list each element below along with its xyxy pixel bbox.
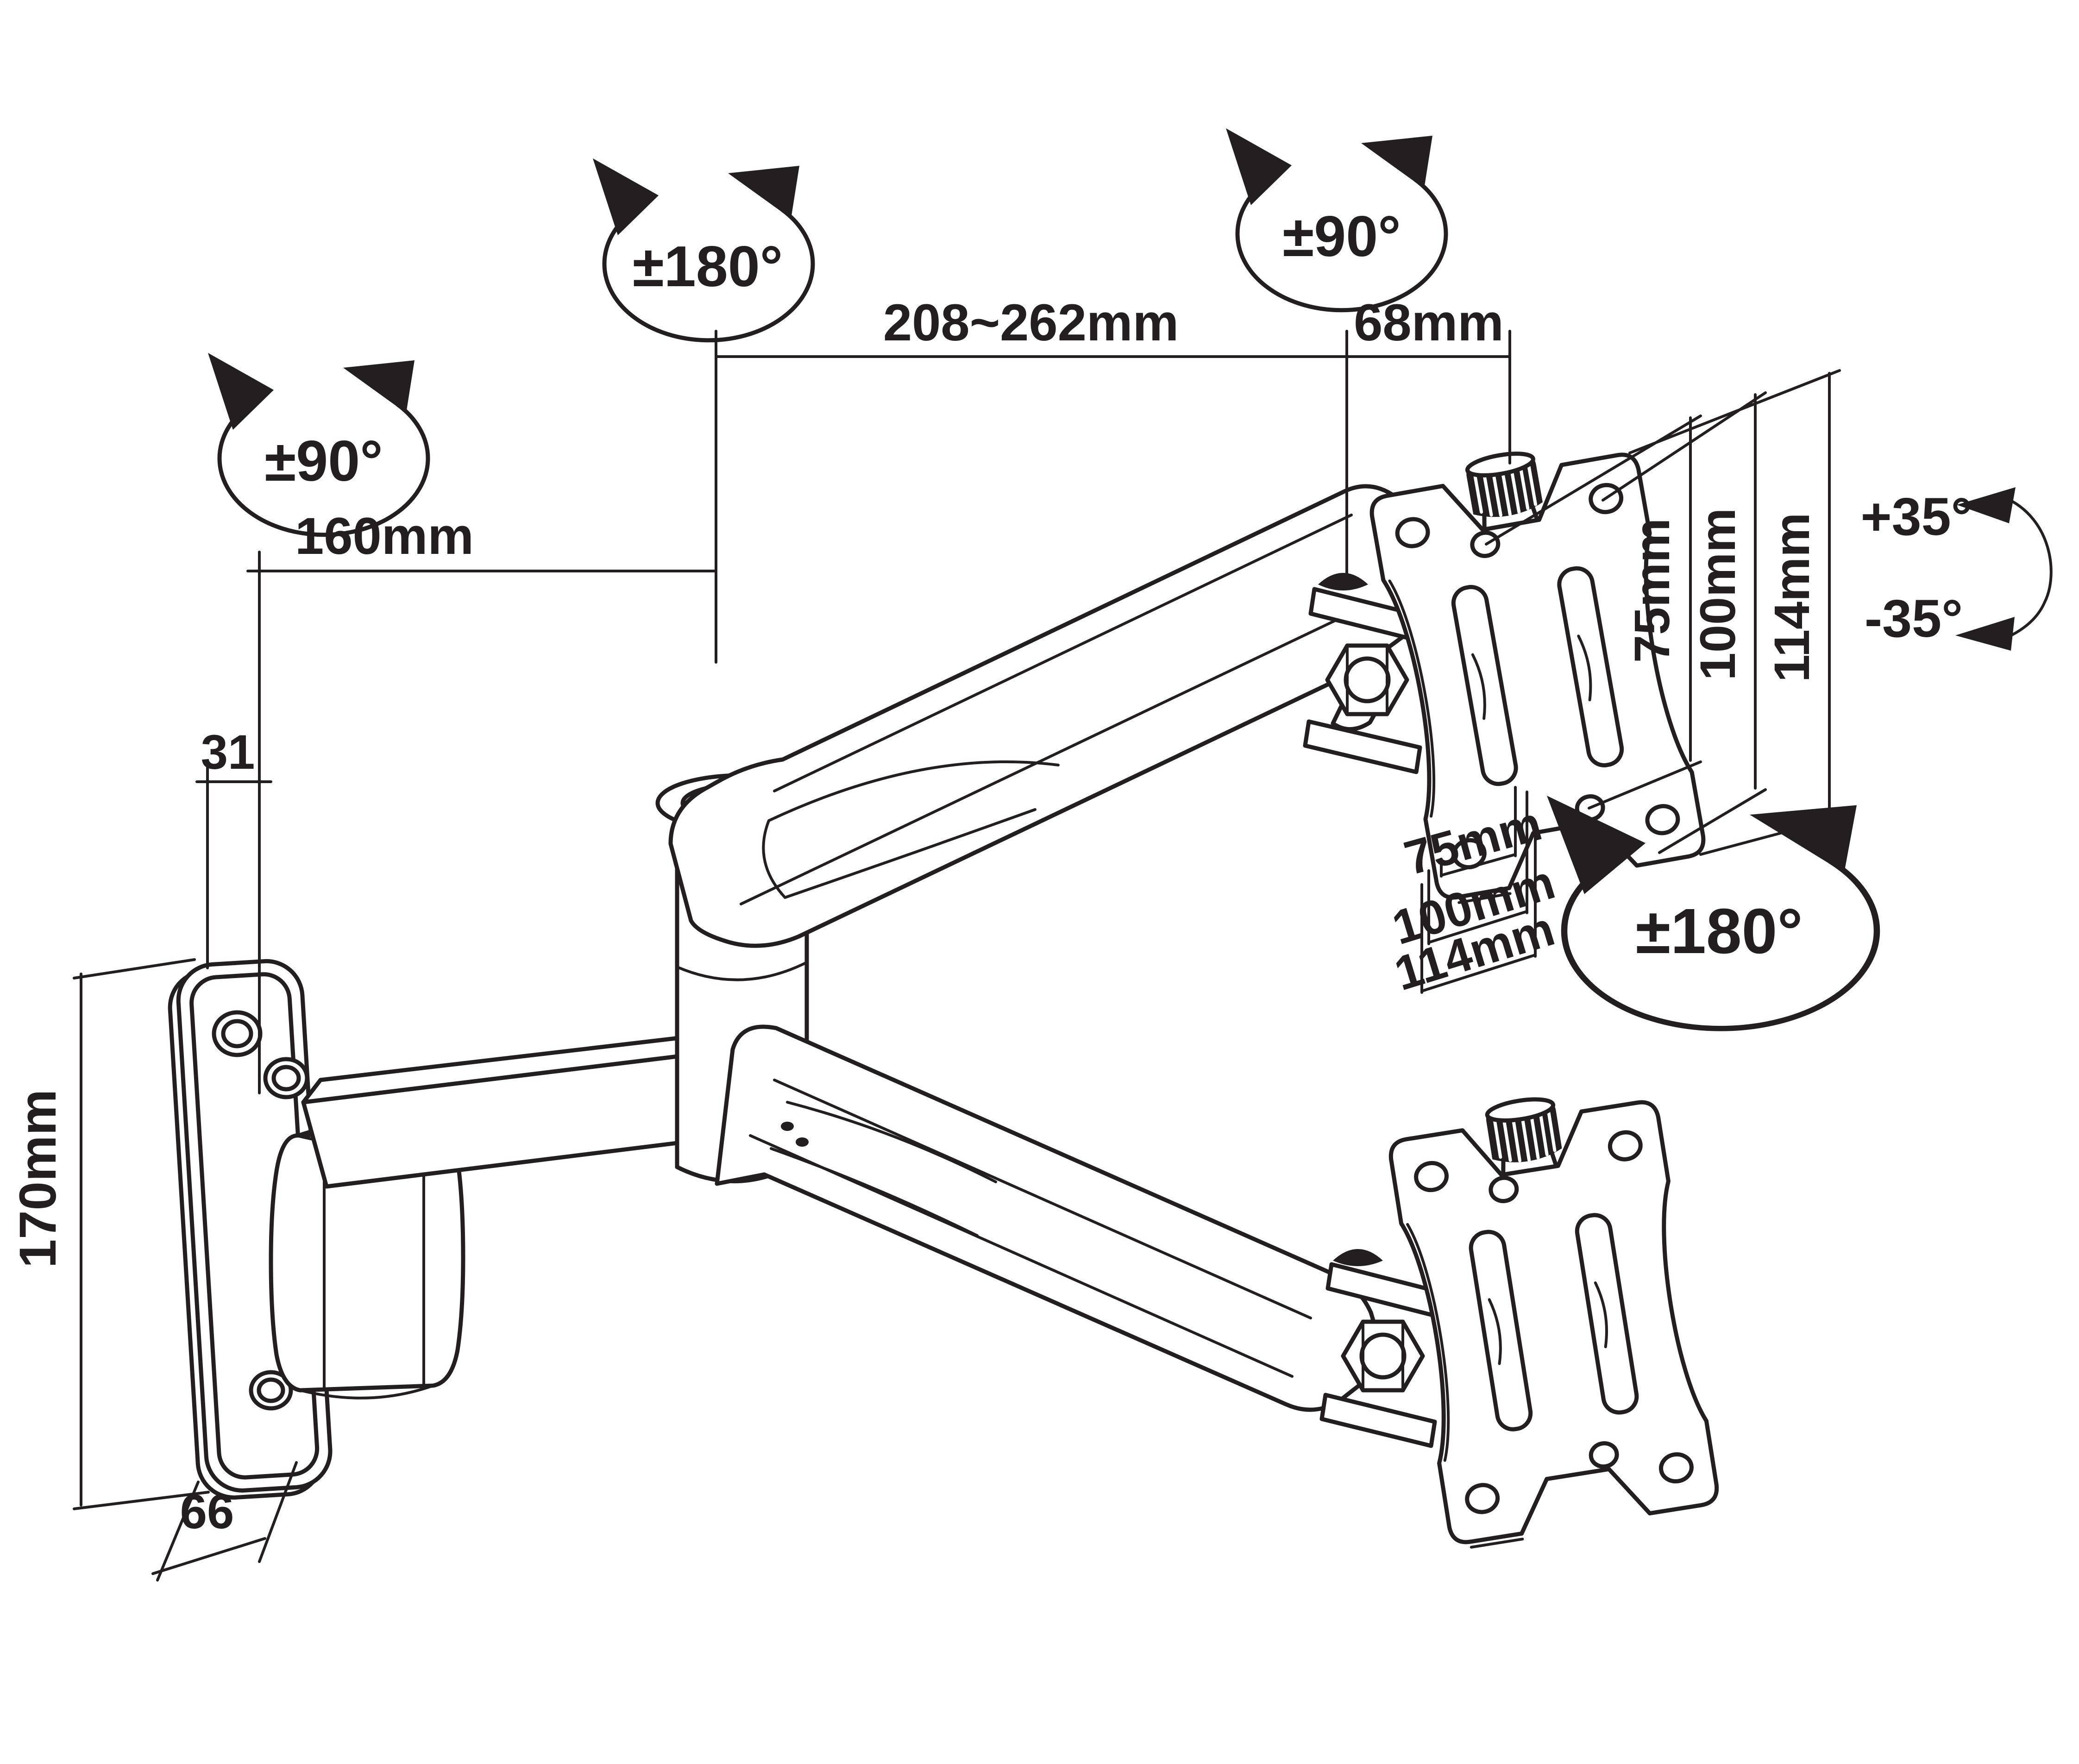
gas-arm-upper-outline	[668, 484, 1433, 948]
label-elbow-swivel: ±180°	[633, 235, 783, 299]
gas-arm-lower-detail	[770, 1101, 997, 1237]
label-head-rotation: ±180°	[1635, 896, 1803, 967]
label-tilt-down: -35°	[1865, 589, 1963, 648]
label-hinge-offset: 31	[201, 725, 255, 779]
clevis-bar-bottom	[1303, 719, 1422, 774]
ext-lines-plate-height	[73, 958, 210, 1510]
label-plate-height: 170mm	[9, 1089, 67, 1268]
dim-line-plate-depth	[151, 1537, 266, 1575]
vesa-plate-lower	[1385, 1080, 1720, 1550]
gas-arm-upper-detail	[762, 760, 1060, 899]
arm-rivet	[796, 1137, 809, 1147]
tilt-bolt	[1359, 1332, 1407, 1380]
label-head-swivel: ±90°	[1282, 205, 1401, 269]
label-plate-depth: 66	[180, 1485, 234, 1539]
label-head-offset: 68mm	[1354, 294, 1504, 352]
dimension-lines	[73, 330, 2053, 1582]
dim-vesa75-horizontal	[1440, 786, 1517, 878]
ext-lines-plate-depth	[156, 1461, 298, 1582]
arm-rivet	[781, 1122, 794, 1131]
tilt-arrowhead-down	[1955, 617, 2015, 651]
gas-arm-lower	[715, 1024, 1381, 1412]
tilt-arrowhead-up	[1957, 487, 2016, 523]
label-reach-range: 208~262mm	[883, 294, 1179, 352]
screw-boss-bore	[257, 1377, 285, 1403]
head-joint-lower	[1319, 1249, 1443, 1448]
gas-arm-lower-outline	[715, 1024, 1381, 1412]
label-vesa100-vertical: 100mm	[1690, 508, 1746, 680]
screw-boss-bore	[221, 1019, 253, 1048]
clevis-bar-bottom	[1319, 1393, 1437, 1448]
tilt-hex-nut	[1341, 1319, 1425, 1393]
wall-plate-screw-bosses	[212, 1010, 309, 1411]
label-vesa75-vertical: 75mm	[1624, 518, 1680, 663]
bolt-dome	[1318, 573, 1368, 590]
screw-boss-bore	[271, 1065, 301, 1092]
dim-vesa100-horizontal	[1427, 791, 1528, 945]
dim-vesa114-horizontal	[1420, 828, 1537, 994]
label-vesa114-vertical: 114mm	[1764, 513, 1820, 682]
gas-arm-upper	[668, 484, 1433, 948]
tilt-hex-nut	[1325, 643, 1409, 716]
label-arm-length: 160mm	[295, 507, 474, 565]
label-wall-swivel: ±90°	[264, 429, 383, 493]
ext-lines-vesa-top	[1485, 369, 1841, 546]
bolt-dome	[1333, 1249, 1383, 1266]
gas-arm-upper-edges	[740, 514, 1368, 905]
label-tilt-up: +35°	[1860, 487, 1972, 546]
elbow-collar	[676, 961, 808, 981]
tilt-arc	[2004, 496, 2053, 640]
tilt-bolt	[1344, 656, 1391, 703]
head-joint-upper	[1303, 573, 1428, 774]
